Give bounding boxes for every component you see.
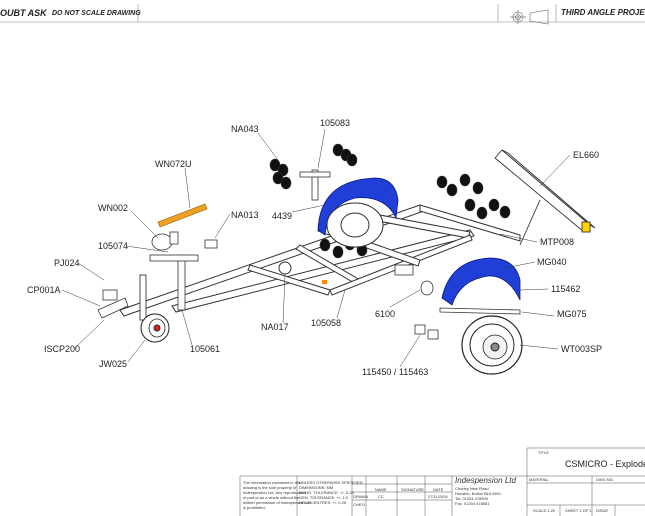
header-ask-note: OUBT ASK xyxy=(0,8,47,18)
jockey-wheel xyxy=(139,274,170,343)
roller-bracket xyxy=(299,169,331,201)
winch-post xyxy=(149,231,199,311)
tb-note-line: Indespension Ltd. Any reproduction xyxy=(243,490,306,495)
label-wn002: WN002 xyxy=(98,203,129,213)
tb-note-line: written permission of Indespension Ltd xyxy=(243,500,312,505)
tb-notes: The information contained in this drawin… xyxy=(243,480,311,510)
tb-tol-line: GEN. TOLERANCE: +/- 1.0 xyxy=(299,495,348,500)
label-iscp200: ISCP200 xyxy=(44,344,81,354)
label-105058: 105058 xyxy=(311,318,342,328)
label-jw025: JW025 xyxy=(99,359,128,369)
label-el660: EL660 xyxy=(573,150,600,160)
label-pj024: PJ024 xyxy=(54,258,80,268)
label-4439: 4439 xyxy=(272,211,293,221)
plate-115450 xyxy=(414,324,439,340)
tb-company: Indespension Ltd xyxy=(455,476,516,485)
header-scale-note: DO NOT SCALE DRAWING xyxy=(52,10,141,17)
tb-tol-line: HOLE CENTRES: +/- 0.25 xyxy=(299,500,347,505)
label-mtp008: MTP008 xyxy=(540,237,575,247)
label-mg075: MG075 xyxy=(557,309,587,319)
label-6100: 6100 xyxy=(375,309,396,319)
label-na013: NA013 xyxy=(231,210,259,220)
pivot-na017 xyxy=(278,261,292,275)
tb-address2: Horwich, Bolton BL6 6HG. xyxy=(455,491,502,496)
reflector xyxy=(322,280,327,284)
label-105083: 105083 xyxy=(320,118,351,128)
tb-tol-line: UNLESS OTHERWISE SPECIFIED: xyxy=(299,480,364,485)
tb-note-line: drawing is the sole property of xyxy=(243,485,297,490)
label-wt003sp: WT003SP xyxy=(561,344,603,354)
tb-name-label: NAME xyxy=(375,487,387,492)
label-cp001a: CP001A xyxy=(27,285,61,295)
mudguard-lower xyxy=(441,257,521,306)
tb-dwg-label: DWG NO. xyxy=(596,477,614,482)
label-115450: 115450 / 115463 xyxy=(362,367,429,377)
header-projection: THIRD ANGLE PROJECT xyxy=(561,8,645,17)
winch-strap xyxy=(157,203,208,228)
tb-sheet: SHEET 1 OF 1 xyxy=(565,508,592,513)
title-block-frame xyxy=(239,447,645,516)
tb-address1: Chorley New Road xyxy=(455,486,489,491)
label-wn072u: WN072U xyxy=(155,159,192,169)
tb-tolerances: UNLESS OTHERWISE SPECIFIED: DIMENSIONS: … xyxy=(299,480,364,505)
projection-symbol-icon xyxy=(510,9,549,25)
roller-beam xyxy=(494,149,596,246)
label-na043: NA043 xyxy=(231,124,259,134)
road-wheel xyxy=(461,315,523,375)
label-na017: NA017 xyxy=(261,322,289,332)
mudguard-upper xyxy=(317,177,399,248)
tb-note-line: The information contained in this xyxy=(243,480,301,485)
bracket-na013 xyxy=(204,239,218,249)
tb-chkd-label: CHK'D xyxy=(353,502,366,507)
tb-date-label: DATE xyxy=(433,487,444,492)
label-115462: 115462 xyxy=(551,284,581,294)
tb-tel: Tel. 01204 478500 xyxy=(455,496,488,501)
spring-mount xyxy=(394,264,414,276)
hub-6100 xyxy=(420,280,434,296)
tb-drawn-by: CC xyxy=(378,494,384,499)
tb-title-label: TITLE xyxy=(538,450,549,455)
mudguard-stay xyxy=(439,307,521,315)
tb-fax: Fax. 01204 478581 xyxy=(455,501,490,506)
tb-issue-label: ISSUE xyxy=(596,508,609,513)
label-105061: 105061 xyxy=(190,344,221,354)
tb-signature-label: SIGNATURE xyxy=(401,487,425,492)
tb-date: 27/11/2004 xyxy=(428,494,448,499)
label-105074: 105074 xyxy=(98,241,129,251)
tb-title: CSMICRO - Exploded xyxy=(565,459,645,469)
label-mg040: MG040 xyxy=(537,257,567,267)
tb-note-line: in part or as a whole without the xyxy=(243,495,300,500)
tb-tol-line: DIMENSIONS: MM xyxy=(299,485,334,490)
tb-tol-line: MCHG. TOLERANCE: +/- 0.25 xyxy=(299,490,354,495)
hitch-coupling xyxy=(97,289,129,319)
tb-material-label: MATERIAL xyxy=(529,477,549,482)
tb-drawn-label: DRAWN xyxy=(353,494,368,499)
tb-note-line: is prohibited. xyxy=(243,505,266,510)
tb-scale: SCALE:1:20 xyxy=(533,508,556,513)
leader-lines xyxy=(61,128,571,368)
